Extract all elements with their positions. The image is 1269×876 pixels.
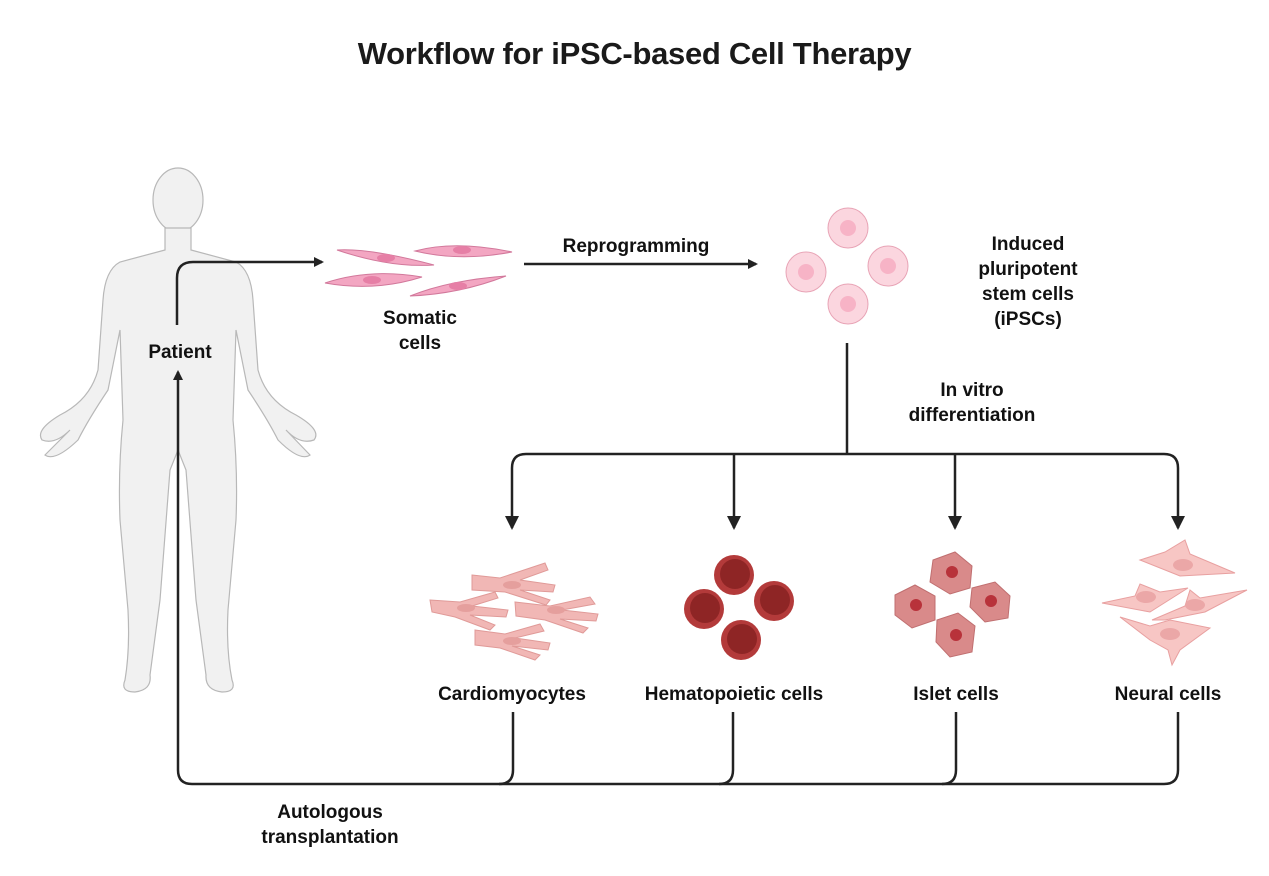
ipsc-line-1: Induced [991, 234, 1065, 255]
ipsc-line-4: (iPSCs) [994, 309, 1062, 330]
somatic-line-2: cells [398, 333, 442, 354]
transplant-arrow [173, 370, 1180, 786]
somatic-cells-icon [324, 245, 513, 297]
branch-neural-arrow [847, 452, 1185, 530]
diagram-title: Workflow for iPSC-based Cell Therapy [357, 36, 912, 71]
patient-label: Patient [148, 342, 212, 363]
hematopoietic-cells-icon [684, 555, 794, 660]
reprogramming-label: Reprogramming [562, 236, 710, 257]
differentiation-line-2: differentiation [908, 405, 1036, 426]
cardio-return-line [498, 712, 515, 786]
ipsc-cells-icon [785, 207, 909, 325]
branch-cardio-arrow [505, 452, 847, 530]
cardiomyocytes-icon [429, 562, 599, 661]
somatic-line-1: Somatic [383, 308, 457, 329]
neural-label: Neural cells [1114, 684, 1222, 705]
islet-return-line [941, 712, 958, 786]
islet-label: Islet cells [913, 684, 999, 705]
patient-to-somatic-arrow [175, 257, 324, 325]
hemato-return-line [718, 712, 735, 786]
transplant-line-2: transplantation [261, 827, 399, 848]
cardiomyocytes-label: Cardiomyocytes [438, 684, 586, 705]
ipsc-label: Induced pluripotent stem cells (iPSCs) [948, 232, 1108, 332]
hematopoietic-label: Hematopoietic cells [644, 684, 824, 705]
transplant-label: Autologous transplantation [230, 800, 430, 850]
ipsc-line-2: pluripotent [978, 259, 1078, 280]
differentiation-label: In vitro differentiation [882, 378, 1062, 428]
differentiation-line-1: In vitro [940, 380, 1004, 401]
ipsc-line-3: stem cells [982, 284, 1074, 305]
neural-cells-icon [1101, 539, 1248, 667]
patient-body-icon [39, 167, 317, 693]
somatic-cells-label: Somatic cells [360, 306, 480, 356]
transplant-line-1: Autologous [277, 802, 383, 823]
islet-cells-icon [894, 551, 1011, 658]
